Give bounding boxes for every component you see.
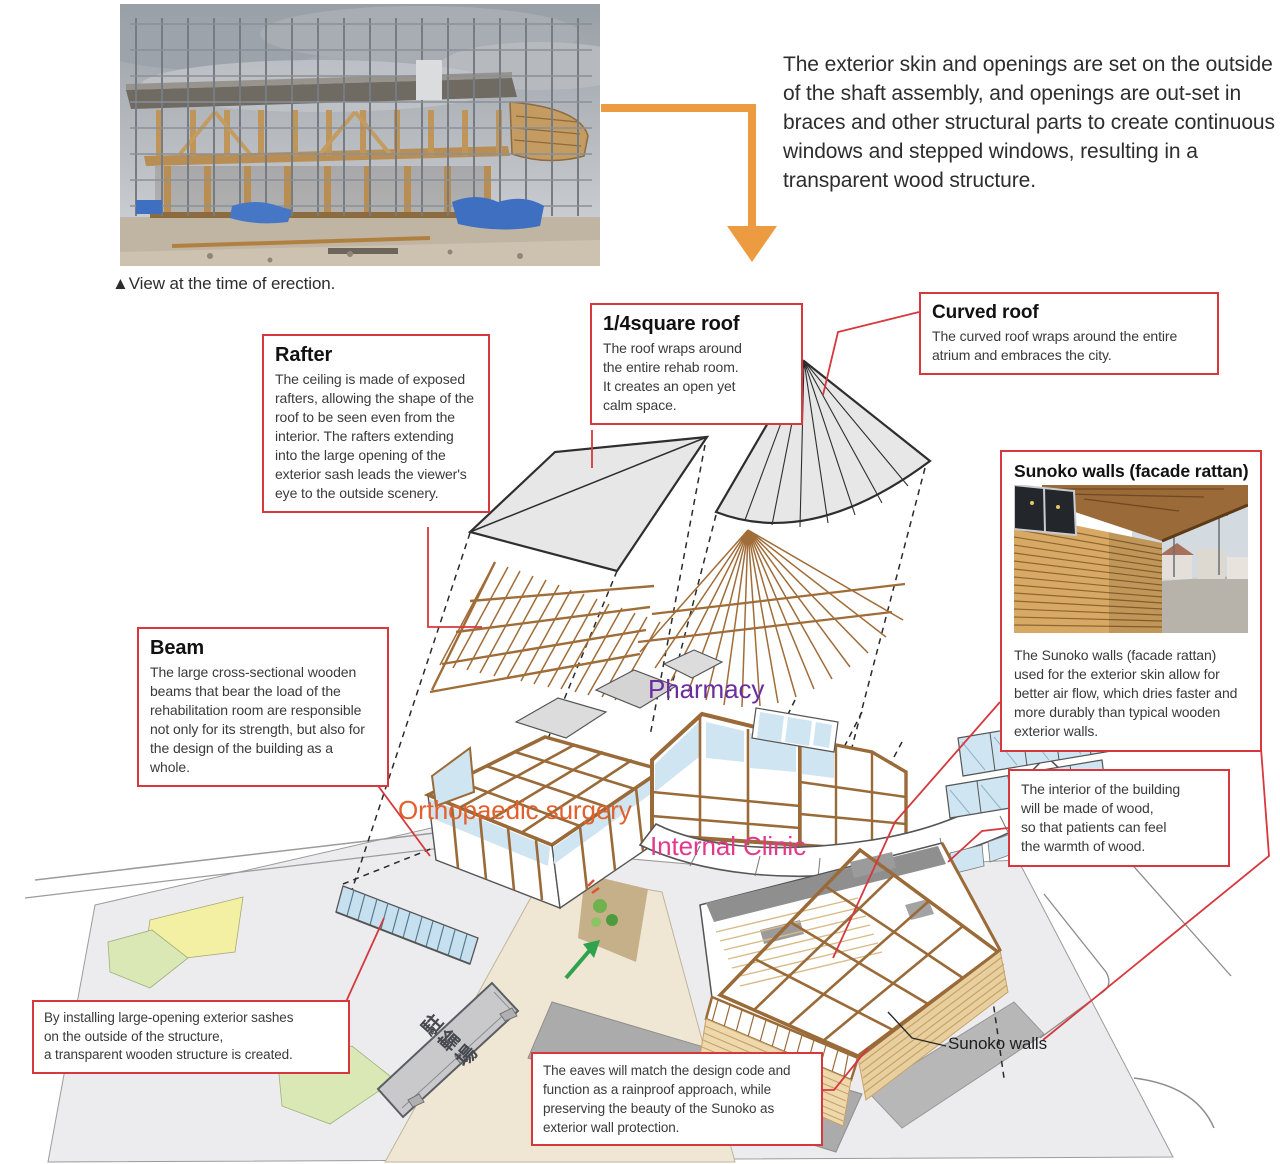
callout-eaves: The eaves will match the design code and…	[531, 1052, 823, 1146]
callout-quarter-roof-title: 1/4square roof	[603, 313, 740, 335]
label-internal-clinic: Internal Clinic	[650, 831, 807, 861]
exterior-sash-strip	[335, 885, 479, 965]
gable-glazing	[430, 746, 476, 808]
callout-beam-body: The large cross-sectional wooden beams t…	[150, 664, 365, 775]
entrance-markers	[564, 879, 618, 980]
callout-exterior-sashes: By installing large-opening exterior sas…	[32, 1000, 350, 1074]
callout-interior-wood-body: The interior of the building will be mad…	[1021, 781, 1181, 854]
sunoko-wall-photo	[1013, 484, 1249, 638]
construction-photo-art	[120, 4, 600, 266]
label-sunoko-walls: Sunoko walls	[948, 1034, 1047, 1053]
callout-curved-roof-title: Curved roof	[932, 302, 1039, 323]
callout-leader-lines	[344, 311, 1270, 1091]
gray-roof-piece	[662, 649, 724, 679]
clerestory-strip	[751, 707, 839, 753]
bicycle-shed	[376, 981, 520, 1119]
gray-roof-piece	[594, 669, 678, 709]
eaves-band	[867, 1001, 1045, 1129]
green-landscape-patch	[107, 929, 189, 989]
gray-roof-piece	[514, 697, 608, 739]
intro-paragraph: The exterior skin and openings are set o…	[783, 53, 1275, 192]
construction-photo	[120, 4, 600, 266]
callout-interior-wood: The interior of the building will be mad…	[1008, 769, 1230, 867]
callout-beam-title: Beam	[150, 637, 205, 659]
sunoko-label-leader	[887, 1011, 947, 1047]
callout-beam: Beam The large cross-sectional wooden be…	[137, 627, 389, 787]
orange-arrow	[601, 104, 777, 262]
callout-curved-roof: Curved roof The curved roof wraps around…	[919, 292, 1219, 375]
callout-curved-roof-body: The curved roof wraps around the entire …	[932, 327, 1178, 363]
rafter-fan-left	[429, 561, 661, 701]
quarter-square-roof	[467, 435, 710, 573]
callout-eaves-body: The eaves will match the design code and…	[543, 1063, 791, 1135]
callout-quarter-roof-body: The roof wraps around the entire rehab r…	[603, 340, 742, 413]
label-pharmacy: Pharmacy	[648, 674, 765, 704]
callout-sunoko-title: Sunoko walls (facade rattan)	[1014, 461, 1249, 481]
label-orthopaedic-surgery: Orthopaedic surgery	[398, 795, 632, 825]
building-pharmacy-atrium	[638, 707, 1078, 885]
photo-caption: ▲View at the time of erection.	[112, 274, 336, 293]
callout-sunoko-body: The Sunoko walls (facade rattan) used fo…	[1014, 647, 1238, 740]
callout-rafter-body: The ceiling is made of exposed rafters, …	[275, 371, 474, 501]
callout-sunoko-walls: Sunoko walls (facade rattan)	[1000, 450, 1262, 753]
callout-exterior-sashes-body: By installing large-opening exterior sas…	[44, 1010, 294, 1062]
building-orthopaedic	[423, 649, 724, 910]
rafter-fan-right	[637, 529, 906, 708]
sunoko-wall-photo-art	[1013, 484, 1249, 634]
curved-fan-roof	[714, 359, 932, 528]
callout-quarter-roof: 1/4square roof The roof wraps around the…	[590, 303, 803, 425]
callout-rafter-title: Rafter	[275, 344, 333, 366]
callout-rafter: Rafter The ceiling is made of exposed ra…	[262, 334, 490, 513]
